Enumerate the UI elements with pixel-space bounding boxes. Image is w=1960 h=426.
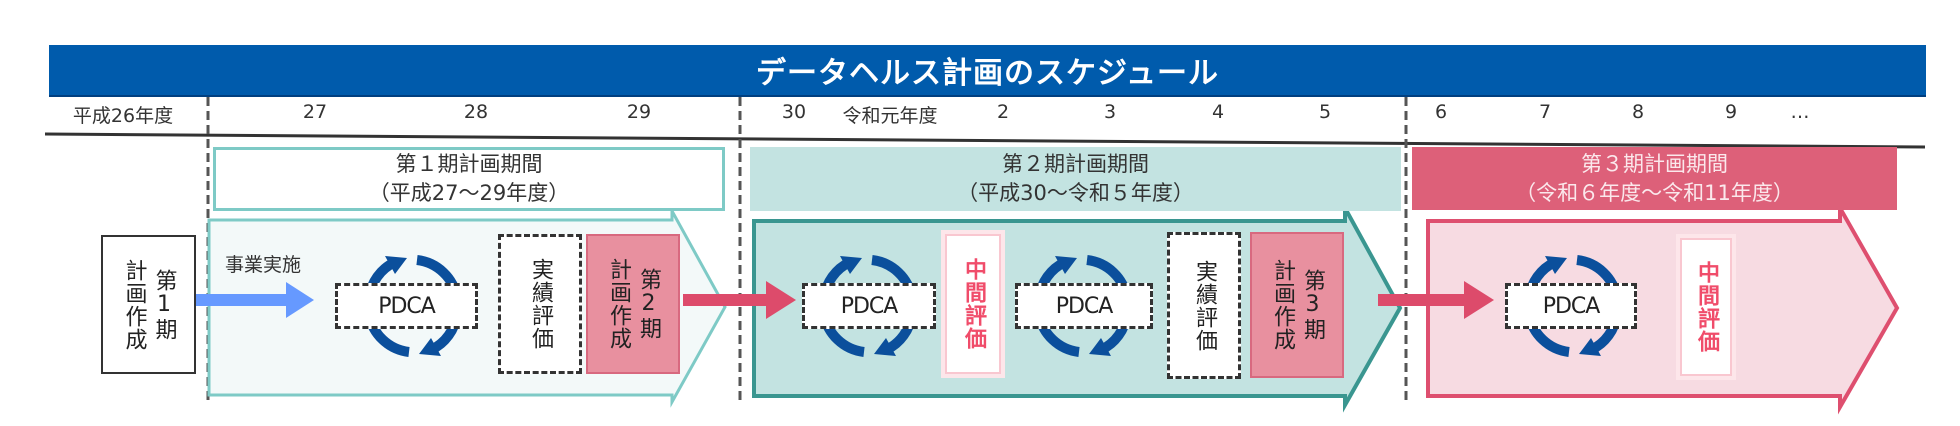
period-3-header: 第３期計画期間 （令和６年度～令和11年度） xyxy=(1412,147,1897,210)
year-label: 3 xyxy=(1103,101,1117,123)
year-label: 6 xyxy=(1434,101,1448,123)
year-label: 29 xyxy=(626,101,652,123)
year-label: 2 xyxy=(996,101,1010,123)
pdca-label-4: PDCA xyxy=(1505,283,1637,329)
plan-2-period: 第2期 xyxy=(636,268,661,340)
transition-arrow-2 xyxy=(1378,281,1494,319)
midterm-evaluation-box-1: 中間評価 xyxy=(941,230,1005,378)
period-2-range: （平成30～令和５年度） xyxy=(957,181,1194,205)
period-1-header: 第１期計画期間 （平成27～29年度） xyxy=(213,147,725,211)
period-1-plan-box: 第1期 計画作成 xyxy=(101,235,196,374)
period-3-name: 第３期計画期間 xyxy=(1581,151,1728,176)
midterm-evaluation-box-2: 中間評価 xyxy=(1676,234,1736,380)
evaluation-label: 実績評価 xyxy=(528,258,553,350)
plan-2-action: 計画作成 xyxy=(606,258,631,350)
plan-1-period: 第1期 xyxy=(151,268,177,341)
period-3-plan-box: 第3期 計画作成 xyxy=(1250,232,1344,378)
implementation-arrow xyxy=(196,282,314,318)
year-label: 7 xyxy=(1538,101,1552,123)
year-label: 令和元年度 xyxy=(842,105,938,127)
period-3-range: （令和６年度～令和11年度） xyxy=(1515,180,1794,205)
year-label: 8 xyxy=(1631,101,1645,123)
timeline-axis xyxy=(44,132,1926,149)
plan-3-period: 第3期 xyxy=(1300,269,1325,341)
midterm-label: 中間評価 xyxy=(961,258,986,350)
page-title: データヘルス計画のスケジュール xyxy=(756,56,1219,91)
period-1-name: 第１期計画期間 xyxy=(395,152,543,176)
pdca-label-1: PDCA xyxy=(335,283,478,329)
plan-3-action: 計画作成 xyxy=(1270,259,1295,351)
year-label: 平成26年度 xyxy=(72,105,174,127)
pdca-label-3: PDCA xyxy=(1015,283,1153,329)
period-2-plan-box: 第2期 計画作成 xyxy=(586,234,680,374)
pdca-label-2: PDCA xyxy=(802,283,936,329)
year-label: 4 xyxy=(1211,101,1225,123)
evaluation-box-1: 実績評価 xyxy=(498,234,582,374)
evaluation-box-2: 実績評価 xyxy=(1167,232,1241,379)
year-label: 27 xyxy=(302,101,328,123)
implementation-label: 事業実施 xyxy=(225,254,302,276)
period-1-range: （平成27～29年度） xyxy=(368,181,570,205)
year-label: 9 xyxy=(1724,101,1738,123)
year-label: 28 xyxy=(463,101,489,123)
title-bar: データヘルス計画のスケジュール xyxy=(49,45,1926,97)
period-3-band xyxy=(1426,200,1900,415)
transition-arrow-1 xyxy=(683,281,796,319)
year-label: 30 xyxy=(781,101,807,123)
year-label: 5 xyxy=(1318,101,1332,123)
period-2-name: 第２期計画期間 xyxy=(1002,152,1149,176)
midterm-label: 中間評価 xyxy=(1694,261,1719,353)
year-label-ellipsis: … xyxy=(1790,101,1810,123)
period-2-header: 第２期計画期間 （平成30～令和５年度） xyxy=(750,147,1401,211)
plan-1-action: 計画作成 xyxy=(121,258,147,351)
evaluation-label: 実績評価 xyxy=(1192,259,1217,352)
